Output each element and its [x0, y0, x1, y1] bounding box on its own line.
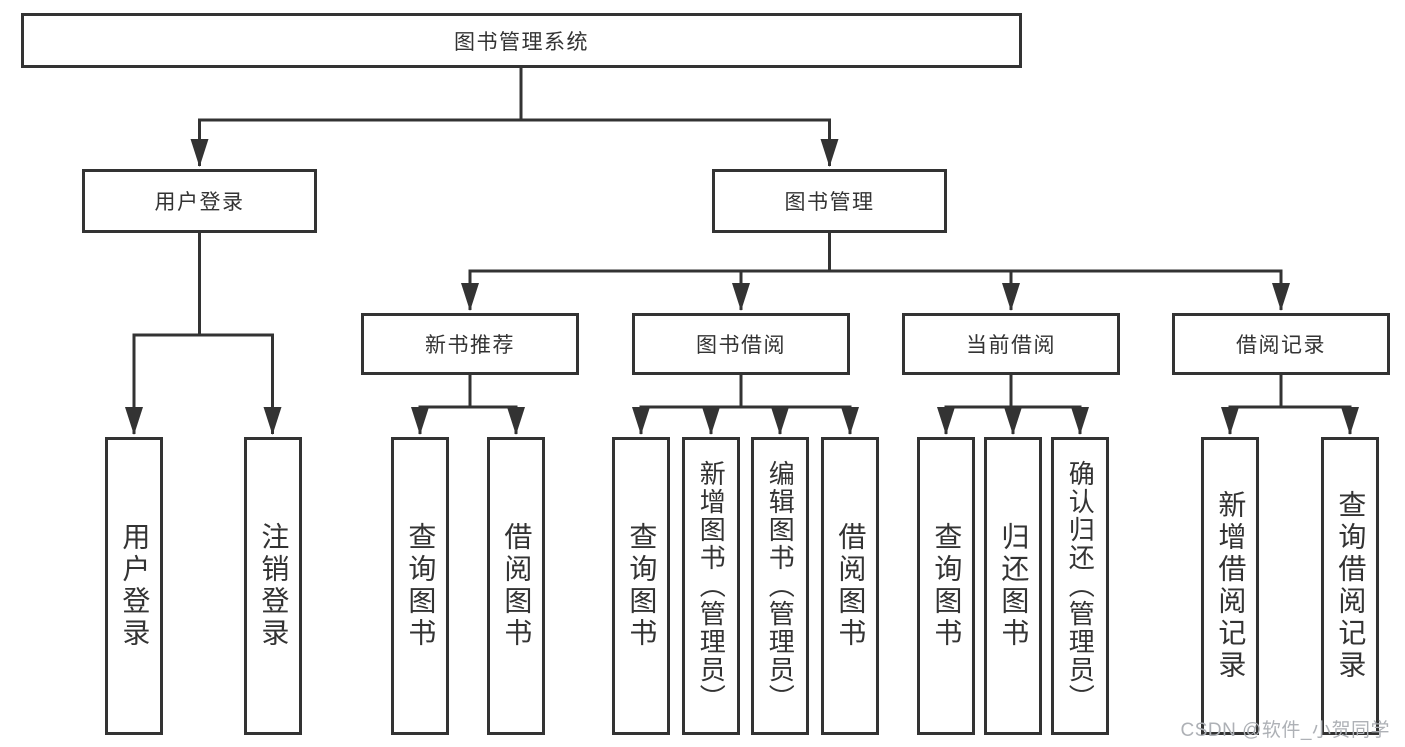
edge-root-trunk	[199, 65, 830, 122]
leaf-label: 注销登录	[258, 522, 290, 650]
node-book-borrow: 图书借阅	[632, 313, 850, 375]
edge-current-borrow-trunk	[946, 375, 1080, 409]
edge-book-mgmt-trunk	[470, 233, 1281, 273]
leaf-borrow-edit-book-admin: 编辑图书（管理员）	[751, 437, 809, 735]
leaf-label: 查询借阅记录	[1335, 490, 1367, 682]
leaf-label: 用户登录	[119, 522, 151, 650]
leaf-label: 新增借阅记录	[1215, 490, 1247, 682]
leaf-label: 编辑图书（管理员）	[765, 460, 796, 712]
leaf-records-add-record: 新增借阅记录	[1201, 437, 1259, 735]
leaf-label: 归还图书	[998, 522, 1030, 650]
leaf-label: 确认归还（管理员）	[1065, 460, 1096, 712]
leaf-label: 查询图书	[931, 522, 963, 650]
leaf-user-logout: 注销登录	[244, 437, 302, 735]
leaf-newrec-query-books: 查询图书	[391, 437, 449, 735]
edge-book-borrow-trunk	[641, 375, 850, 409]
leaf-records-query-record: 查询借阅记录	[1321, 437, 1379, 735]
node-user-login: 用户登录	[82, 169, 317, 233]
leaf-current-confirm-return-admin: 确认归还（管理员）	[1051, 437, 1109, 735]
edge-user-login-trunk	[134, 233, 273, 337]
leaf-label: 借阅图书	[501, 522, 533, 650]
leaf-newrec-borrow-books: 借阅图书	[487, 437, 545, 735]
edge-new-book-trunk	[420, 375, 516, 409]
leaf-label: 查询图书	[626, 522, 658, 650]
leaf-label: 查询图书	[405, 522, 437, 650]
leaf-borrow-add-book-admin: 新增图书（管理员）	[682, 437, 740, 735]
leaf-label: 新增图书（管理员）	[696, 460, 727, 712]
node-borrow-records: 借阅记录	[1172, 313, 1390, 375]
node-book-mgmt: 图书管理	[712, 169, 947, 233]
leaf-current-return-books: 归还图书	[984, 437, 1042, 735]
edge-borrow-records-trunk	[1230, 375, 1350, 409]
leaf-borrow-query-books: 查询图书	[612, 437, 670, 735]
node-root: 图书管理系统	[21, 13, 1022, 68]
leaf-user-login: 用户登录	[105, 437, 163, 735]
leaf-current-query-books: 查询图书	[917, 437, 975, 735]
node-current-borrow: 当前借阅	[902, 313, 1120, 375]
csdn-watermark: CSDN @软件_小贺同学	[1180, 720, 1390, 741]
leaf-borrow-borrow-books: 借阅图书	[821, 437, 879, 735]
leaf-label: 借阅图书	[835, 522, 867, 650]
node-new-book-rec: 新书推荐	[361, 313, 579, 375]
